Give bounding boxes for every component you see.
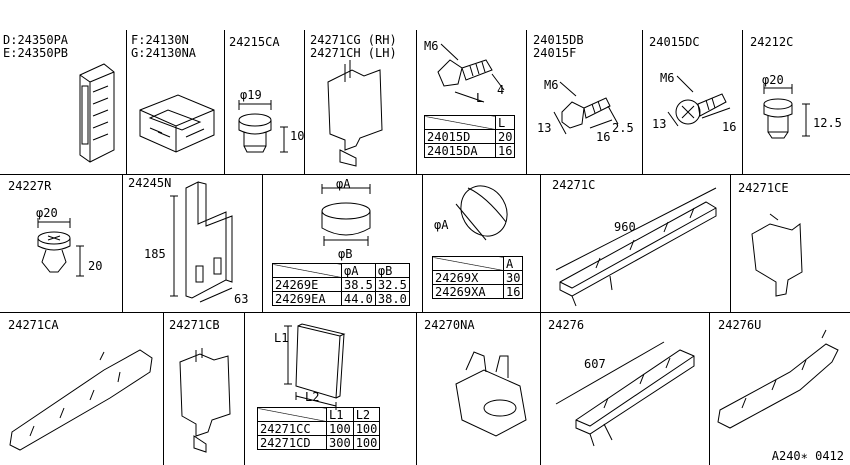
dim-c5-4: 4 xyxy=(497,83,505,97)
label-24271ca: 24271CA xyxy=(8,318,59,332)
clip-24227r-drawing xyxy=(38,218,84,276)
connector-24130-drawing xyxy=(140,95,214,152)
bolt-24015db-drawing xyxy=(554,82,618,134)
dim-c10-63: 63 xyxy=(234,292,249,306)
dim-c9-h: 20 xyxy=(88,259,103,273)
label-24015dc: 24015DC xyxy=(649,35,700,49)
label-24245n: 24245N xyxy=(128,176,172,190)
dim-c8-h: 12.5 xyxy=(813,116,842,130)
label-24276u: 24276U xyxy=(718,318,762,332)
dim-c9-dia: φ20 xyxy=(36,206,58,220)
dim-c12-a: φA xyxy=(434,218,449,232)
cell-24269x xyxy=(423,175,541,313)
plug-24269e-drawing xyxy=(322,184,370,246)
label-24227r: 24227R xyxy=(8,179,52,193)
bracket-24271ce-drawing xyxy=(752,214,802,296)
dim-c3-dia: φ19 xyxy=(240,88,262,102)
cell-24271c xyxy=(541,175,731,313)
cell-24215ca xyxy=(225,30,305,175)
cell-24270na xyxy=(417,313,541,465)
pad-24271cc-drawing xyxy=(284,324,344,410)
cell-24212c xyxy=(743,30,850,175)
dim-c11-a: φA xyxy=(336,177,351,191)
label-m6: M6 xyxy=(424,39,439,53)
bracket-24271cg-drawing xyxy=(328,60,382,166)
cell-24130n xyxy=(127,30,225,175)
grommet-24215ca-drawing xyxy=(239,100,288,152)
cell-24227r xyxy=(0,175,123,313)
dim-c17-l2: L2 xyxy=(305,390,320,404)
dim-c6-13: 13 xyxy=(537,121,552,135)
connector-24350-drawing xyxy=(80,64,114,162)
cell-24271cb xyxy=(164,313,245,465)
cell-m6-bolt xyxy=(417,30,527,175)
dim-c6-25: 2.5 xyxy=(612,121,634,135)
label-24271c: 24271C xyxy=(552,178,596,192)
bracket-24245n-drawing xyxy=(170,182,232,302)
cell-24276 xyxy=(541,313,710,465)
label-24271cb: 24271CB xyxy=(169,318,220,332)
cell-24271ce xyxy=(731,175,850,313)
cell-24269e xyxy=(263,175,423,313)
cell-24015db xyxy=(527,30,643,175)
bolt-24015dc-drawing xyxy=(668,76,730,126)
dim-c6-16: 16 xyxy=(596,130,611,144)
label-24212c: 24212C xyxy=(750,35,794,49)
cell-24271cc xyxy=(245,313,417,465)
dim-c3-h: 10 xyxy=(290,129,305,143)
clamp-24270na-drawing xyxy=(456,352,526,436)
label-24271ce: 24271CE xyxy=(738,181,789,195)
bolt-m6-drawing xyxy=(438,44,504,102)
holder-24276-drawing xyxy=(556,342,694,446)
cell-24350pa xyxy=(0,30,127,175)
cell-24245n xyxy=(123,175,263,313)
holder-24271ca-drawing xyxy=(10,350,152,450)
dim-c13-960: 960 xyxy=(614,220,636,234)
dim-c7-16: 16 xyxy=(722,120,737,134)
holder-24276u-drawing xyxy=(718,330,838,428)
dim-c17-l1: L1 xyxy=(274,331,289,345)
dim-c5-l: L xyxy=(476,91,484,105)
diagram-ref-code: A240∗ 0412 xyxy=(771,449,844,463)
holder-24271c-drawing xyxy=(556,188,716,306)
bracket-24271cb-drawing xyxy=(180,348,230,452)
cell-24271ca xyxy=(0,313,164,465)
dim-c7-m6: M6 xyxy=(660,71,675,85)
cell-24271cg xyxy=(305,30,417,175)
label-24270na: 24270NA xyxy=(424,318,475,332)
dim-c6-m6: M6 xyxy=(544,78,559,92)
dim-c19-607: 607 xyxy=(584,357,606,371)
cell-24015dc xyxy=(643,30,743,175)
dim-c10-185: 185 xyxy=(144,247,166,261)
label-24215ca: 24215CA xyxy=(229,35,280,49)
dim-c11-b: φB xyxy=(338,247,353,261)
dim-c8-dia: φ20 xyxy=(762,73,784,87)
disc-24269x-drawing xyxy=(452,177,516,244)
dim-c7-13: 13 xyxy=(652,117,667,131)
label-24276: 24276 xyxy=(548,318,585,332)
nut-24212c-drawing xyxy=(764,84,810,138)
label-24271cg: 24271CG (RH)24271CH (LH) xyxy=(310,33,397,60)
